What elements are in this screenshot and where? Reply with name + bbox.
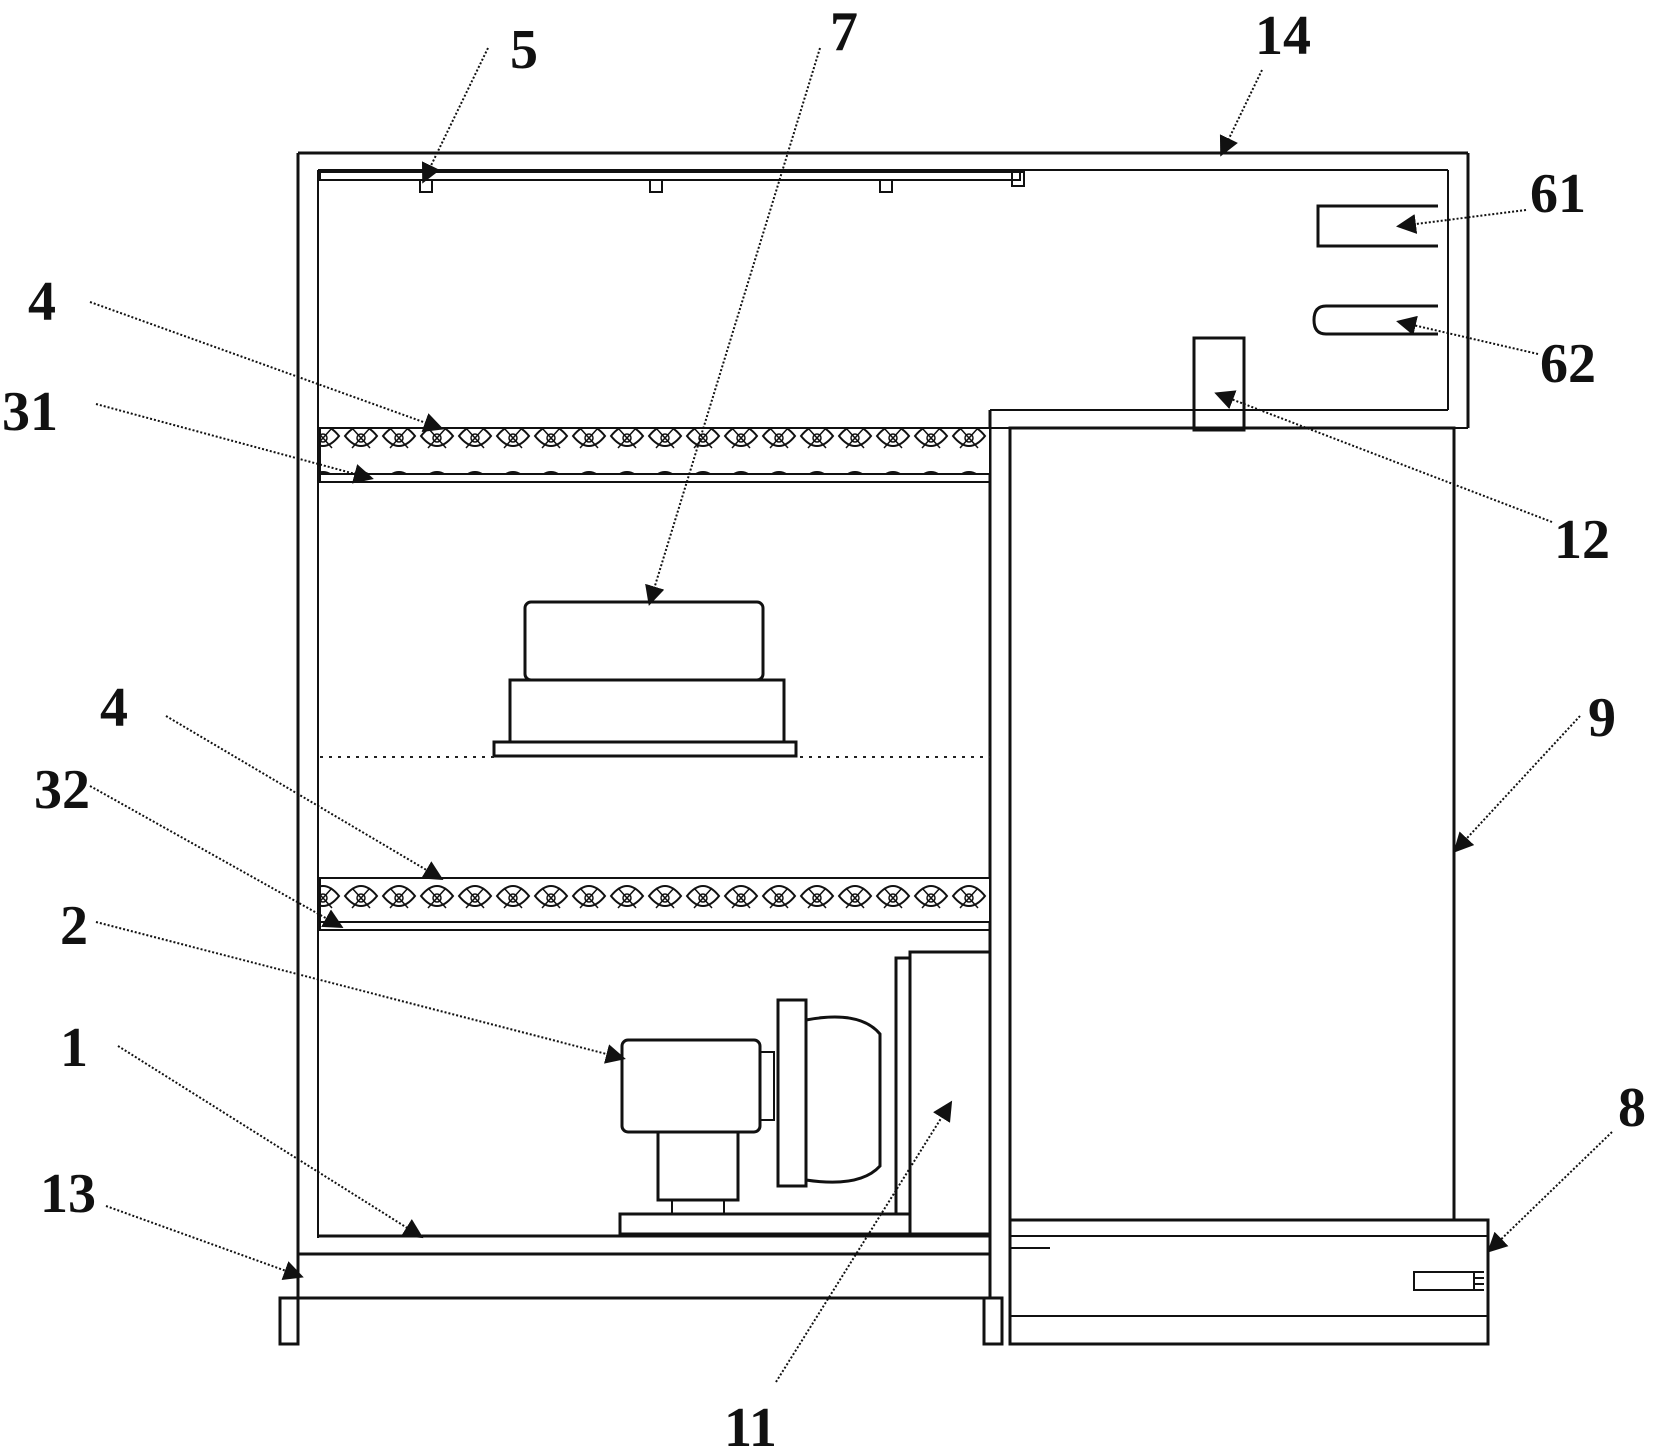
- motor-fan-unit: [318, 950, 992, 1238]
- label-4-lower: 4: [100, 677, 128, 739]
- base-frame: [278, 1252, 1004, 1346]
- label-62: 62: [1540, 333, 1596, 395]
- lower-shelf-32: [319, 921, 991, 931]
- label-2: 2: [60, 895, 88, 957]
- leader-61: [1396, 209, 1527, 234]
- leader-lines: [89, 47, 1613, 1383]
- label-5: 5: [510, 19, 538, 81]
- leader-4-lower: [165, 715, 444, 881]
- lower-packing-layer: [319, 877, 991, 931]
- control-compartment: [1192, 204, 1438, 432]
- label-13: 13: [40, 1163, 96, 1225]
- label-4-upper: 4: [28, 271, 56, 333]
- leader-9: [1453, 715, 1581, 853]
- main-cabinet: [296, 151, 1470, 1262]
- leader-4-upper: [89, 301, 444, 432]
- label-9: 9: [1588, 687, 1616, 749]
- label-1: 1: [60, 1017, 88, 1079]
- leader-13: [105, 1205, 304, 1280]
- label-12: 12: [1554, 509, 1610, 571]
- upper-shelf-31: [319, 473, 991, 483]
- leader-14: [1219, 69, 1263, 157]
- leader-11: [775, 1100, 953, 1383]
- drawer-tray: [1008, 1218, 1490, 1346]
- label-11: 11: [724, 1397, 777, 1451]
- label-61: 61: [1530, 163, 1586, 225]
- side-tank: [1008, 426, 1456, 1222]
- label-8: 8: [1618, 1077, 1646, 1139]
- leader-32: [89, 785, 344, 928]
- leader-2: [95, 921, 626, 1064]
- label-7: 7: [830, 1, 858, 63]
- leader-31: [95, 403, 374, 484]
- leader-12: [1214, 390, 1553, 523]
- leader-8: [1487, 1131, 1613, 1253]
- label-32: 32: [34, 759, 90, 821]
- leader-1: [117, 1045, 424, 1239]
- label-31: 31: [2, 381, 58, 443]
- label-14: 14: [1255, 5, 1311, 67]
- upper-packing-layer: [319, 427, 991, 483]
- product-block: [320, 600, 990, 758]
- leader-5: [421, 47, 489, 184]
- leader-7: [645, 47, 821, 606]
